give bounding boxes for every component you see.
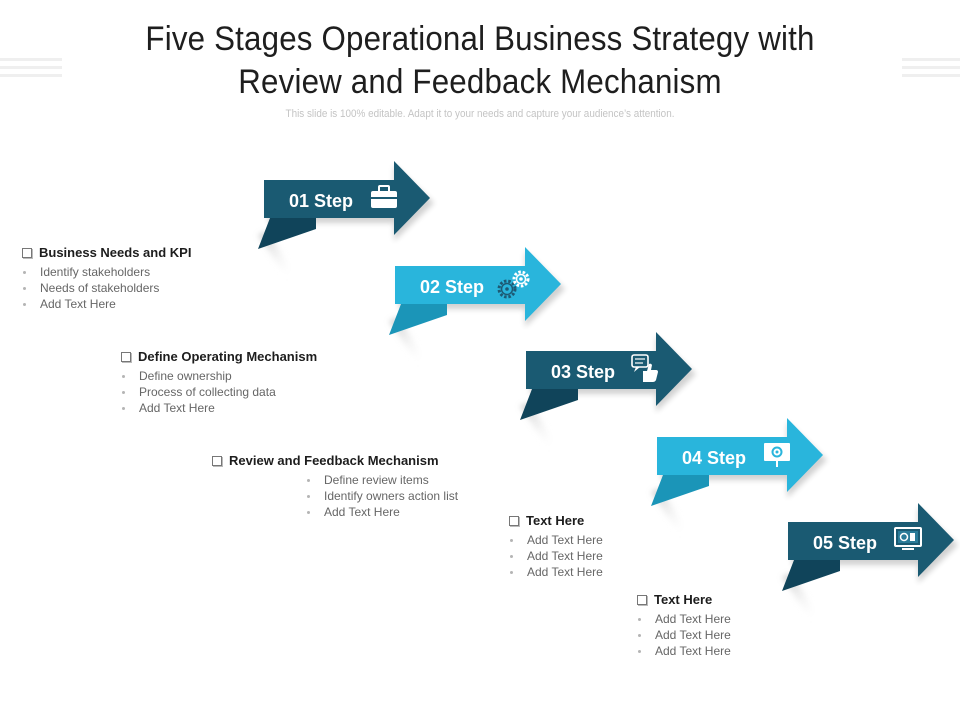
list-item: Define review items (306, 472, 458, 488)
list-item: Add Text Here (637, 643, 731, 659)
step-arrow-4: 04 Step (651, 418, 827, 534)
presentation-board-icon (764, 443, 790, 467)
list-item: Add Text Here (509, 564, 603, 580)
title-line-1: Five Stages Operational Business Strateg… (145, 20, 815, 58)
decor-lines-right (902, 58, 960, 82)
checkbox-icon (22, 247, 32, 258)
monitor-icon (894, 527, 922, 550)
block-heading: Business Needs and KPI (39, 245, 192, 260)
step-arrow-3: 03 Step (520, 332, 696, 448)
decor-lines-left (0, 58, 62, 82)
text-block-2: Define Operating Mechanism Define owners… (121, 349, 317, 416)
list-item: Add Text Here (637, 611, 731, 627)
list-item: Add Text Here (121, 400, 317, 416)
checkbox-icon (121, 351, 131, 362)
checkbox-icon (212, 455, 222, 466)
checkbox-icon (637, 594, 647, 605)
list-item: Add Text Here (637, 627, 731, 643)
list-item: Identify stakeholders (22, 264, 191, 280)
step-label-5: 05 Step (813, 533, 877, 553)
step-label-1: 01 Step (289, 191, 353, 211)
block-heading: Review and Feedback Mechanism (229, 453, 439, 468)
step-arrow-5: 05 Step (782, 503, 958, 619)
list-item: Define ownership (121, 368, 317, 384)
list-item: Process of collecting data (121, 384, 317, 400)
slide-title: Five Stages Operational Business Strateg… (130, 18, 829, 104)
text-block-3: Review and Feedback Mechanism Define rev… (212, 453, 458, 520)
list-item: Add Text Here (22, 296, 191, 312)
block-heading: Text Here (654, 592, 713, 607)
list-item: Identify owners action list (306, 488, 458, 504)
block-heading: Text Here (526, 513, 585, 528)
step-label-3: 03 Step (551, 362, 615, 382)
briefcase-icon (371, 185, 397, 208)
chat-thumbs-up-icon (631, 354, 658, 382)
text-block-1: Business Needs and KPI Identify stakehol… (22, 245, 191, 312)
step-arrow-1: 01 Step (258, 161, 434, 277)
text-block-4: Text Here Add Text Here Add Text Here Ad… (509, 513, 603, 580)
block-heading: Define Operating Mechanism (138, 349, 318, 364)
list-item: Add Text Here (509, 532, 603, 548)
list-item: Add Text Here (306, 504, 458, 520)
step-arrow-2: 02 Step (389, 247, 565, 363)
slide-subtitle: This slide is 100% editable. Adapt it to… (285, 108, 675, 120)
step-label-4: 04 Step (682, 448, 746, 468)
gears-icon (497, 270, 530, 299)
checkbox-icon (509, 515, 519, 526)
step-label-2: 02 Step (420, 277, 484, 297)
list-item: Add Text Here (509, 548, 603, 564)
title-line-2: Review and Feedback Mechanism (238, 63, 722, 101)
text-block-5: Text Here Add Text Here Add Text Here Ad… (637, 592, 731, 659)
list-item: Needs of stakeholders (22, 280, 191, 296)
